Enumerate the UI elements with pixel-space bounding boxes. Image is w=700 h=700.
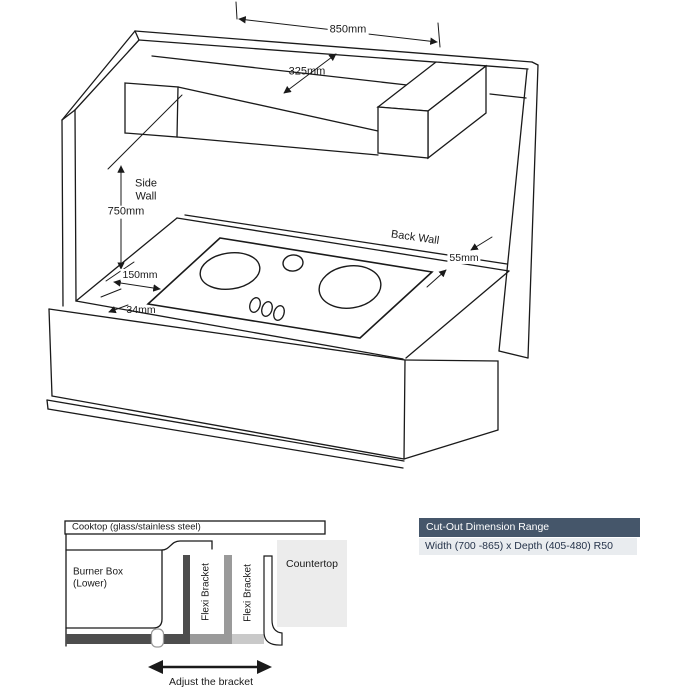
cooktop-bar: [64, 520, 326, 535]
dim-325-label: 325mm: [288, 65, 326, 78]
countertop-right-edge: [405, 270, 510, 359]
shelf-top-edge: [134, 30, 533, 63]
cooktop-underside-step: [161, 540, 213, 551]
hood-duct-bottom-edge: [176, 136, 379, 156]
flexi-bracket-label-1: Flexi Bracket: [200, 563, 212, 621]
shelf-left-cap: [134, 30, 140, 41]
cutout-table-header: Cut-Out Dimension Range: [419, 518, 640, 537]
hood-duct-top-edge: [177, 86, 379, 132]
cabinet-front-bottom-edge: [51, 395, 405, 460]
side-wall-inner-edge: [74, 109, 77, 302]
adjust-arrow-left-head: [148, 660, 163, 674]
burner-box-label-line1: Burner Box: [73, 566, 124, 578]
cabinet-right-face-top-back: [404, 359, 499, 431]
cabinet-front-top-edge: [48, 308, 406, 361]
flexi-bracket-dark: [66, 555, 190, 644]
back-wall-top-edge-left: [151, 55, 408, 86]
flexi-bracket-label-2: Flexi Bracket: [242, 564, 254, 622]
dim-34-tick: [100, 288, 122, 298]
dim-850-left-tick: [235, 1, 238, 20]
burner-box-label-line2: (Lower): [73, 578, 107, 589]
dim-750-label: 750mm: [105, 205, 147, 219]
left-burner: [199, 251, 261, 291]
right-wall-top-cap: [531, 61, 539, 66]
hood-box-front-face: [377, 106, 429, 159]
top-shelf: [134, 30, 533, 70]
small-burner: [282, 254, 304, 272]
cutout-table-row: Width (700 -865) x Depth (405-480) R50: [419, 538, 637, 555]
hood-duct-end-block: [124, 82, 179, 138]
side-wall-label-line2: Wall: [135, 190, 157, 202]
cooktop-glass-outline: [146, 237, 434, 339]
side-wall-top-inner-diagonal: [74, 39, 140, 111]
back-wall-top-edge-right: [489, 93, 527, 99]
knob-1: [249, 297, 261, 313]
dim-55-label: 55mm: [447, 251, 481, 265]
cabinet-plinth-bottom-line: [47, 408, 404, 469]
knob-3: [273, 305, 285, 321]
adjust-bracket-label: Adjust the bracket: [168, 675, 254, 688]
right-wall-slab: [498, 61, 539, 359]
cabinet-right-face-bottom: [403, 429, 499, 460]
dim-750-bottom-extension: [105, 261, 135, 282]
bracket-light-foot: [232, 634, 264, 644]
retainer-clip: [150, 628, 165, 648]
bracket-cross-section-drawing: [64, 520, 347, 674]
dim-55-upper-arrow: [470, 236, 493, 251]
hook-bracket-white: [263, 555, 283, 646]
side-wall-label-line1: Side: [134, 177, 158, 190]
adjust-arrow-right-head: [257, 660, 272, 674]
burner-box-outline: [65, 549, 163, 629]
right-wall-bottom-cap: [498, 350, 529, 359]
dim-850-right-tick: [437, 22, 441, 48]
flexi-bracket-medium: [190, 555, 232, 644]
cabinet-front-left-edge: [48, 308, 53, 397]
dim-150-line: [113, 279, 161, 292]
side-wall-slab: [61, 30, 140, 307]
right-wall-inner-edge: [498, 69, 528, 352]
dim-34-label: 34mm: [126, 303, 156, 316]
knob-2: [261, 301, 273, 317]
burner-box-label: Burner Box (Lower): [73, 567, 123, 590]
side-wall-top-outer-diagonal: [61, 30, 136, 121]
cabinet-plinth-left-cap: [46, 399, 49, 410]
hood-assembly: [124, 61, 488, 160]
isometric-alcove-drawing: [46, 1, 539, 469]
dim-55-lower-arrow: [426, 269, 447, 288]
side-wall-base-edge: [75, 217, 178, 302]
side-wall-outer-edge: [61, 119, 64, 307]
base-cabinet: [46, 270, 510, 469]
adjust-arrow: [148, 660, 272, 674]
dim-750-top-extension: [107, 94, 183, 170]
dim-850-label: 850mm: [327, 23, 369, 37]
side-wall-label: Side Wall: [135, 177, 157, 202]
right-wall-outer-edge: [527, 64, 539, 359]
cabinet-plinth-top-line: [46, 399, 405, 462]
countertop-label: Countertop: [286, 557, 338, 570]
dim-34-arrow: [108, 304, 129, 314]
right-burner: [318, 265, 382, 309]
countertop-front-edge: [75, 300, 404, 360]
countertop-block: [277, 540, 347, 627]
cabinet-front-right-edge: [403, 359, 406, 460]
cooktop-top-view: [146, 237, 434, 339]
dim-325-line: [283, 53, 337, 94]
dim-150-label: 150mm: [120, 268, 160, 282]
cooktop-section-label: Cooktop (glass/stainless steel): [72, 521, 201, 533]
